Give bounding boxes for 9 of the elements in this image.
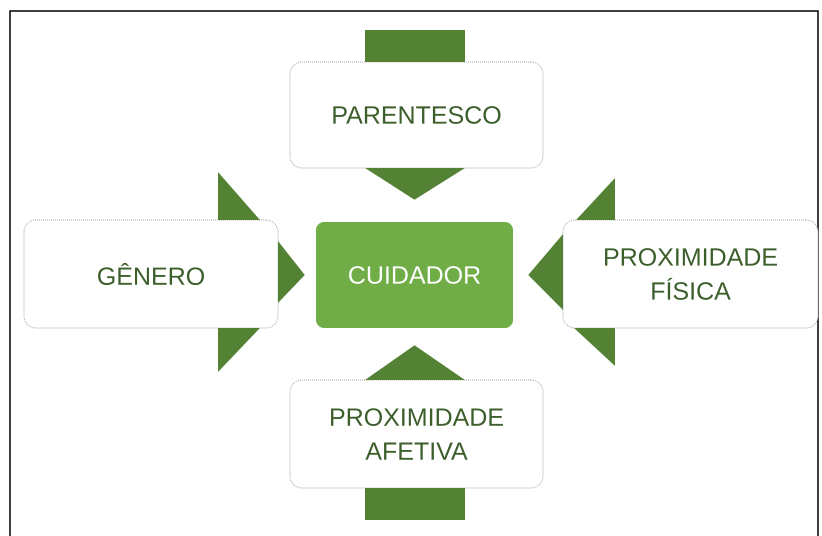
factor-box: PROXIMIDADE AFETIVA (290, 380, 544, 488)
factor-box: PROXIMIDADE FÍSICA (562, 220, 818, 328)
block-arrow (218, 172, 305, 372)
factor-box: GÊNERO (24, 220, 278, 328)
block-arrow (365, 345, 465, 380)
block-arrow (528, 178, 615, 366)
block-arrow (365, 168, 465, 200)
center-box: CUIDADOR (316, 222, 513, 328)
factor-box: PARENTESCO (290, 62, 544, 168)
